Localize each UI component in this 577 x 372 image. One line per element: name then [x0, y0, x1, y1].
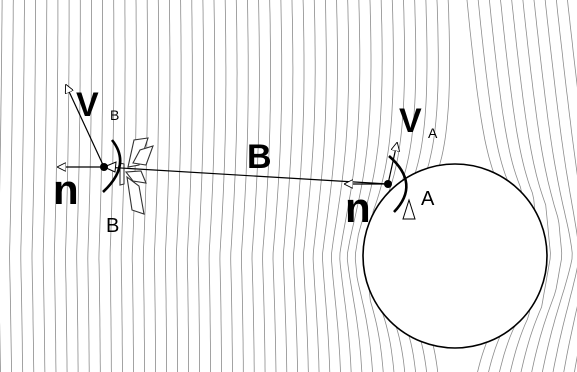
field-line	[109, 0, 115, 372]
field-line	[219, 0, 227, 372]
field-line	[165, 0, 171, 372]
field-line	[153, 0, 160, 372]
field-line	[272, 0, 283, 372]
field-line	[9, 0, 14, 372]
field-line	[53, 0, 59, 372]
field-line	[567, 0, 577, 372]
field-line	[20, 0, 25, 372]
field-line	[230, 0, 238, 372]
field-line	[87, 0, 92, 372]
field-line	[42, 0, 48, 372]
field-line	[330, 0, 349, 372]
field-line	[292, 0, 305, 372]
point-a-dot	[384, 180, 392, 188]
body-a-circle	[362, 163, 548, 349]
point-a-marker	[402, 198, 416, 220]
velocity-a-arrow	[387, 143, 397, 185]
b-vector-line	[103, 166, 389, 185]
field-line	[302, 0, 316, 372]
field-line	[197, 0, 204, 372]
field-line	[208, 0, 216, 372]
label-va-subscript: A	[428, 125, 438, 141]
label-va: V	[399, 102, 422, 140]
label-point-b: B	[106, 215, 119, 237]
field-line	[282, 0, 294, 372]
field-line	[0, 0, 3, 372]
field-line	[31, 0, 36, 372]
field-line	[98, 0, 103, 372]
arc-b	[102, 139, 122, 193]
label-n-right: n	[345, 184, 371, 231]
point-b-dot	[100, 163, 108, 171]
b-vector-arrowhead	[102, 161, 117, 173]
field-line	[544, 0, 577, 372]
field-line	[533, 0, 573, 372]
field-line	[76, 0, 81, 372]
field-line	[312, 0, 327, 372]
label-n-left: n	[53, 166, 79, 213]
field-line	[186, 0, 193, 372]
arc-a	[388, 155, 408, 213]
field-line	[240, 0, 249, 372]
field-line	[65, 0, 70, 372]
label-vb: V	[76, 86, 99, 124]
field-line	[142, 0, 148, 372]
field-line	[522, 0, 563, 372]
label-vb-subscript: B	[110, 107, 119, 123]
field-line	[511, 0, 551, 372]
satellite-b	[119, 137, 154, 215]
field-line	[322, 0, 338, 372]
field-line	[262, 0, 272, 372]
velocity-b-arrow	[66, 85, 105, 168]
label-point-a: A	[421, 188, 435, 210]
label-b-vector: B	[247, 138, 272, 176]
field-line	[251, 0, 260, 372]
field-line	[175, 0, 182, 372]
field-line	[120, 0, 126, 372]
